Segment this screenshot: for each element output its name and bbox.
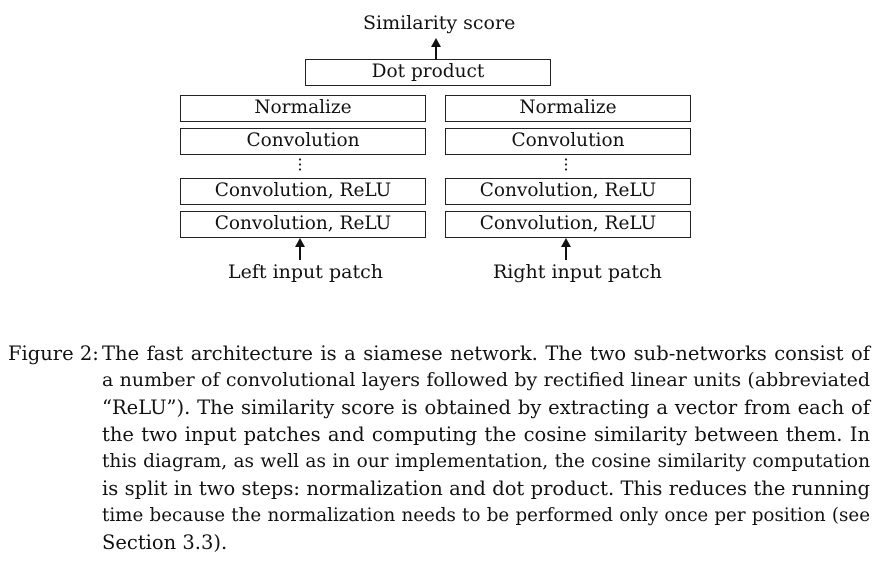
caption-line: this diagram, as well as in our implemen…	[102, 451, 870, 472]
caption-line: time because the normalization needs to …	[102, 505, 870, 526]
figure-label: Figure 2:	[8, 342, 99, 365]
left-normalize-box: Normalize	[180, 95, 426, 122]
left-conv-relu-box-1: Convolution, ReLU	[180, 178, 426, 205]
right-conv-relu-box-1: Convolution, ReLU	[445, 178, 691, 205]
caption-text: The fast architecture is a siamese netwo…	[102, 340, 870, 556]
right-input-label: Right input patch	[493, 261, 662, 283]
right-conv-relu-box-2: Convolution, ReLU	[445, 211, 691, 238]
dot-product-box: Dot product	[305, 59, 551, 86]
left-input-label: Left input patch	[228, 261, 383, 283]
right-ellipsis: ···	[563, 150, 569, 179]
left-convolution-box: Convolution	[180, 128, 426, 155]
caption-line: The fast architecture is a siamese netwo…	[102, 342, 870, 365]
right-normalize-box: Normalize	[445, 95, 691, 122]
caption-line: a number of convolutional layers followe…	[102, 369, 870, 391]
similarity-score-label: Similarity score	[363, 12, 516, 34]
caption-line: the two input patches and computing the …	[102, 423, 870, 446]
caption-line: “ReLU”). The similarity score is obtaine…	[102, 396, 870, 419]
left-conv-relu-box-2: Convolution, ReLU	[180, 211, 426, 238]
right-convolution-box: Convolution	[445, 128, 691, 155]
left-ellipsis: ···	[297, 150, 303, 179]
caption-line: Section 3.3).	[102, 531, 228, 554]
caption-line: is split in two steps: normalization and…	[102, 477, 870, 500]
